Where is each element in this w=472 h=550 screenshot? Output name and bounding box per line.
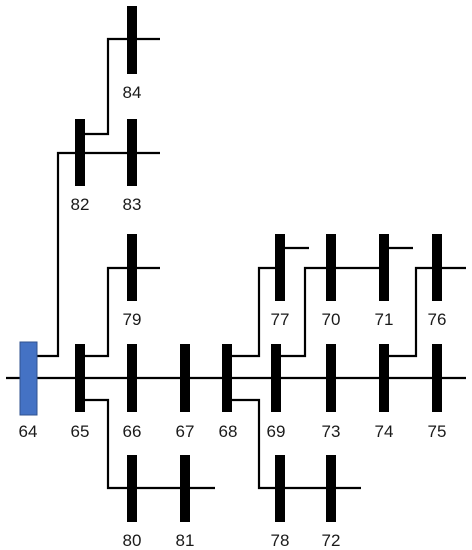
bus-label-71: 71 <box>375 310 394 329</box>
bus-label-84: 84 <box>123 83 142 102</box>
bus-label-65: 65 <box>71 422 90 441</box>
bus-64[interactable] <box>19 341 38 416</box>
bus-label-67: 67 <box>176 422 195 441</box>
bus-label-66: 66 <box>123 422 142 441</box>
bus-bar-layer <box>19 6 442 522</box>
bus-label-83: 83 <box>123 195 142 214</box>
bus-label-79: 79 <box>123 310 142 329</box>
bus-67[interactable] <box>180 344 190 412</box>
bus-label-80: 80 <box>123 531 142 550</box>
bus-label-72: 72 <box>322 531 341 550</box>
bus-label-77: 77 <box>271 310 290 329</box>
bus-label-74: 74 <box>375 422 394 441</box>
bus-74[interactable] <box>379 344 389 412</box>
bus-83[interactable] <box>127 119 137 186</box>
bus-71[interactable] <box>379 234 389 301</box>
bus-75[interactable] <box>432 344 442 412</box>
bus-84[interactable] <box>127 6 137 74</box>
bus-77[interactable] <box>275 234 285 301</box>
bus-label-76: 76 <box>428 310 447 329</box>
bus-label-73: 73 <box>322 422 341 441</box>
line-68-77 <box>227 266 280 358</box>
line-64-82 <box>37 151 80 358</box>
bus-72[interactable] <box>326 455 336 522</box>
line-layer <box>6 37 466 490</box>
bus-82[interactable] <box>75 119 85 186</box>
bus-70[interactable] <box>326 234 336 301</box>
bus-label-81: 81 <box>176 531 195 550</box>
line-65-80 <box>80 398 132 490</box>
bus-label-78: 78 <box>271 531 290 550</box>
line-82-84 <box>80 37 160 136</box>
bus-79[interactable] <box>127 234 137 301</box>
line-68-78 <box>227 398 280 490</box>
bus-65[interactable] <box>75 344 85 412</box>
bus-78[interactable] <box>275 455 285 522</box>
bus-label-70: 70 <box>322 310 341 329</box>
bus-label-75: 75 <box>428 422 447 441</box>
bus-label-82: 82 <box>71 195 90 214</box>
bus-label-68: 68 <box>219 422 238 441</box>
line-74-76 <box>384 266 466 358</box>
bus-80[interactable] <box>127 455 137 522</box>
bus-66[interactable] <box>127 344 137 412</box>
bus-81[interactable] <box>180 455 190 522</box>
bus-label-69: 69 <box>267 422 286 441</box>
bus-76[interactable] <box>432 234 442 301</box>
bus-73[interactable] <box>326 344 336 412</box>
line-69-70 <box>276 266 384 358</box>
bus-69[interactable] <box>271 344 281 412</box>
bus-label-layer: 64 65 66 67 68 69 73 74 75 79 82 83 84 8… <box>19 83 447 550</box>
bus-68[interactable] <box>222 344 232 412</box>
line-65-79 <box>80 266 160 358</box>
bus-label-64: 64 <box>19 422 38 441</box>
